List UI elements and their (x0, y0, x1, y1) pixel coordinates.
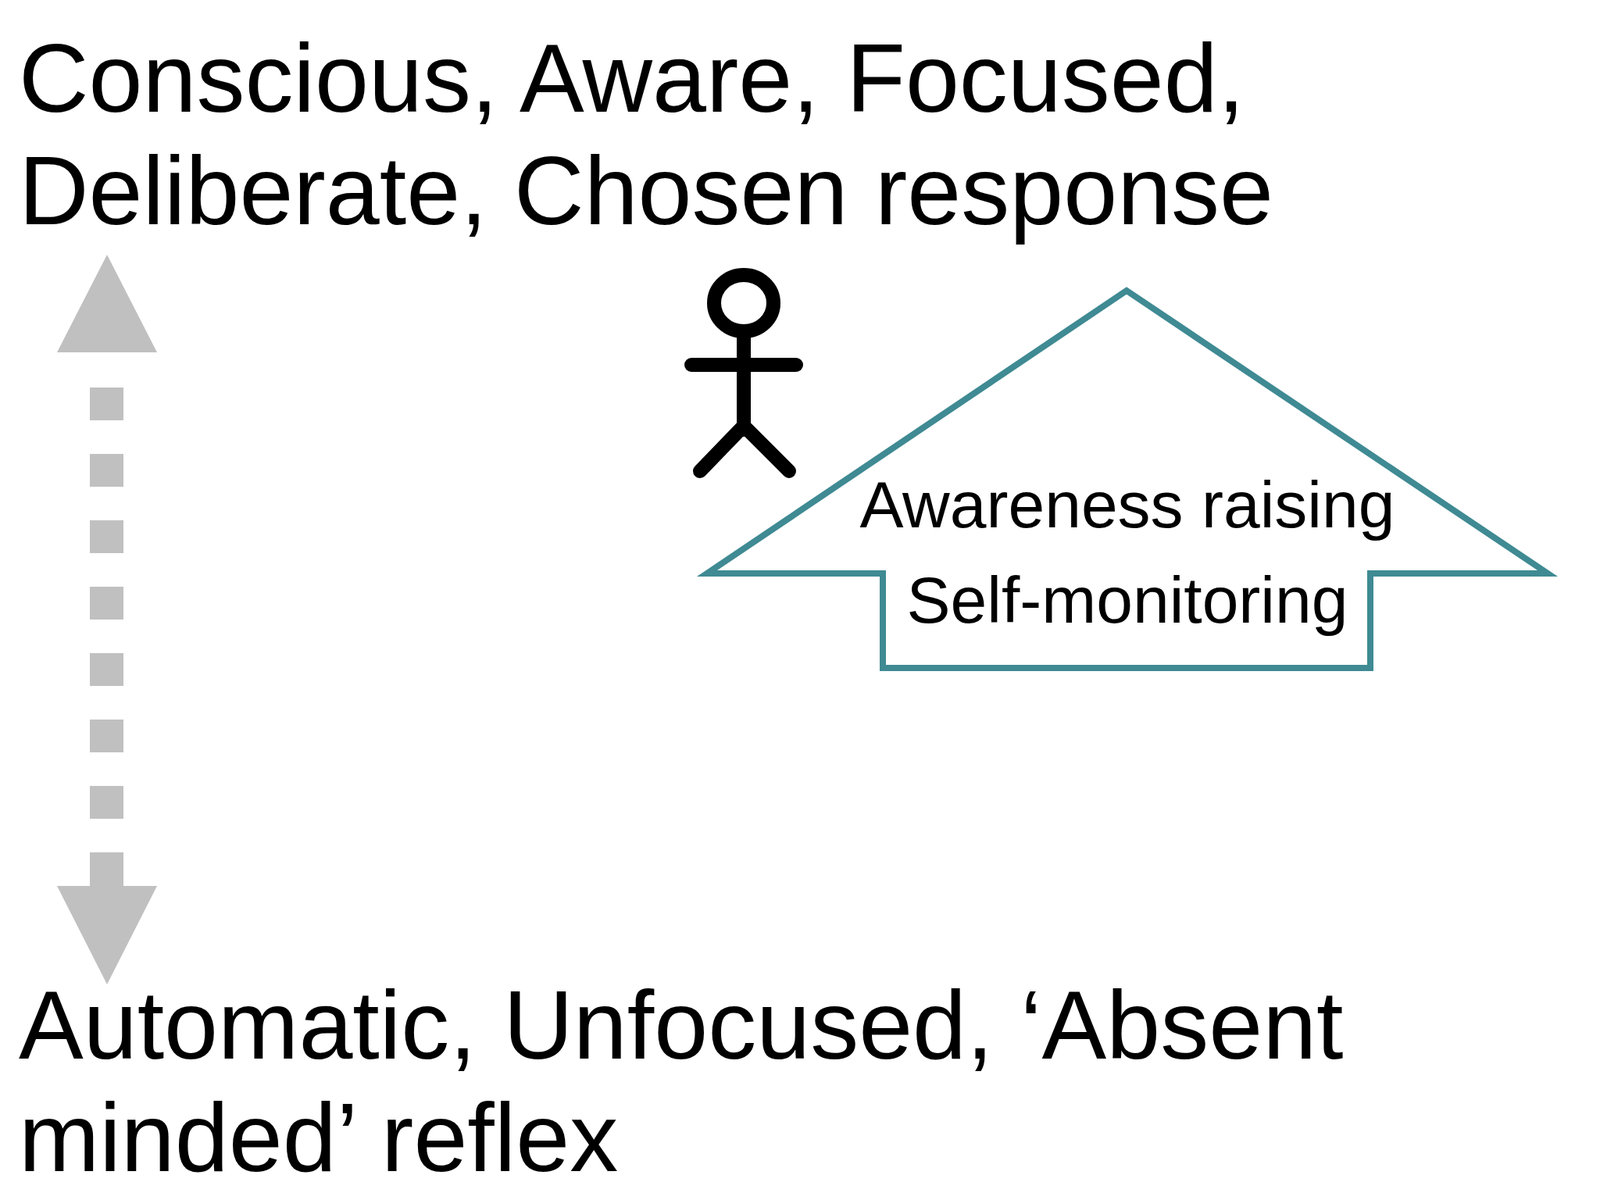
dashed-double-arrow (57, 254, 158, 985)
arrow-head-up (57, 254, 158, 353)
dash (89, 387, 124, 421)
figure-head (714, 275, 774, 332)
arrow-polygon (707, 290, 1548, 668)
dash (89, 852, 124, 886)
dash (89, 653, 124, 686)
dash (89, 453, 124, 487)
dash (89, 785, 124, 819)
arrow-text: Awareness raising (707, 465, 1548, 544)
stick-figure (691, 275, 797, 472)
arrow-text: Self-monitoring (707, 560, 1548, 640)
figure-arms (691, 357, 797, 372)
dash (89, 586, 124, 620)
dash (89, 520, 124, 554)
bottom-state-label: Automatic, Unfocused, ‘Absent minded’ re… (18, 968, 1410, 1194)
up-arrow-shape: Awareness raisingSelf-monitoring (707, 290, 1548, 668)
top-state-label: Conscious, Aware, Focused, Deliberate, C… (18, 21, 1340, 247)
figure-body (736, 331, 751, 430)
arrow-head-down (57, 885, 158, 985)
dash (89, 719, 124, 753)
figure-legs (700, 425, 790, 472)
